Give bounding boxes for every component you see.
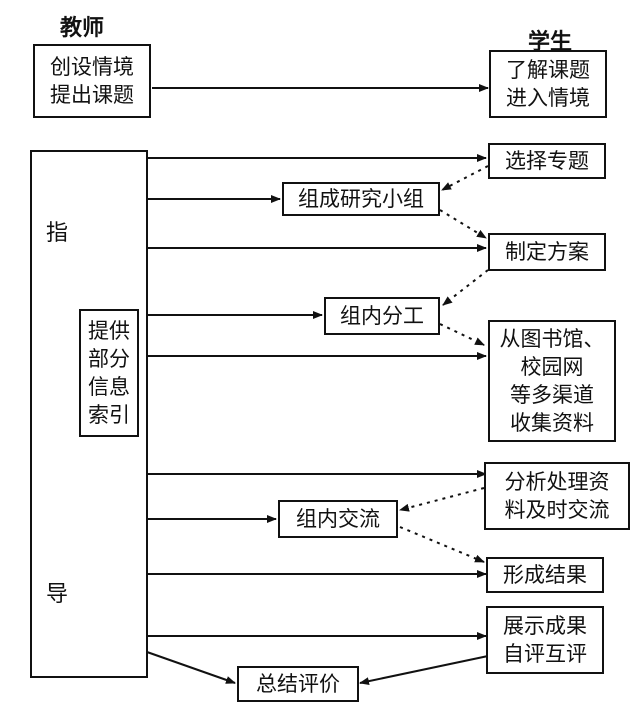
student-step-label: 从图书馆、	[499, 327, 605, 351]
student-step-label: 分析处理资	[504, 470, 610, 494]
student-step-label: 形成结果	[503, 563, 587, 587]
group-step-label: 组内交流	[296, 507, 380, 531]
summary-label: 总结评价	[256, 672, 340, 696]
student-step-label: 料及时交流	[504, 498, 610, 522]
arrow-showcase-to-summary	[359, 655, 489, 686]
student-step-plan: 制定方案	[488, 233, 606, 271]
info-index-line-3: 信息	[88, 375, 130, 399]
student-step-result: 形成结果	[486, 557, 604, 593]
dotted-group-to-plan	[439, 209, 487, 239]
dotted-exchange-to-result	[399, 526, 485, 563]
student-step-label: 选择专题	[505, 149, 589, 173]
student-start-box: 了解课题 进入情境	[489, 50, 607, 118]
student-step-label: 校园网	[520, 355, 584, 379]
dotted-analyze-to-exchange	[399, 487, 485, 512]
group-step-divide-work: 组内分工	[324, 297, 440, 335]
student-start-line-2: 进入情境	[506, 86, 590, 110]
student-step-label: 等多渠道	[510, 383, 594, 407]
student-step-showcase: 展示成果 自评互评	[486, 606, 604, 674]
summary-box: 总结评价	[237, 666, 359, 702]
dotted-plan-to-divide	[442, 269, 489, 306]
teacher-start-line-1: 创设情境	[50, 55, 134, 79]
student-step-analyze: 分析处理资 料及时交流	[484, 462, 630, 530]
group-step-label: 组成研究小组	[298, 187, 424, 211]
info-index-line-2: 部分	[88, 347, 130, 371]
student-step-label: 制定方案	[505, 240, 589, 264]
teacher-start-box: 创设情境 提出课题	[33, 44, 151, 118]
student-step-label: 展示成果	[503, 614, 587, 638]
group-step-form-group: 组成研究小组	[282, 182, 440, 216]
teacher-header: 教师	[60, 16, 105, 41]
dotted-divide-to-collect	[439, 323, 485, 346]
info-index-line-4: 索引	[88, 403, 130, 427]
group-step-label: 组内分工	[340, 304, 424, 328]
student-step-label: 收集资料	[510, 411, 594, 435]
student-step-collect: 从图书馆、 校园网 等多渠道 收集资料	[488, 320, 616, 442]
guide-char-top: 指	[46, 221, 69, 246]
guide-char-bottom: 导	[46, 582, 69, 607]
info-index-line-1: 提供	[88, 319, 130, 343]
info-index-box: 提供 部分 信息 索引	[79, 309, 139, 437]
dotted-select-to-group	[441, 165, 489, 191]
student-start-line-1: 了解课题	[506, 58, 590, 82]
group-step-exchange: 组内交流	[278, 500, 398, 538]
student-step-select-topic: 选择专题	[488, 143, 606, 179]
student-step-label: 自评互评	[503, 642, 587, 666]
arrow-guide-to-summary	[146, 651, 236, 684]
teacher-start-line-2: 提出课题	[50, 83, 134, 107]
